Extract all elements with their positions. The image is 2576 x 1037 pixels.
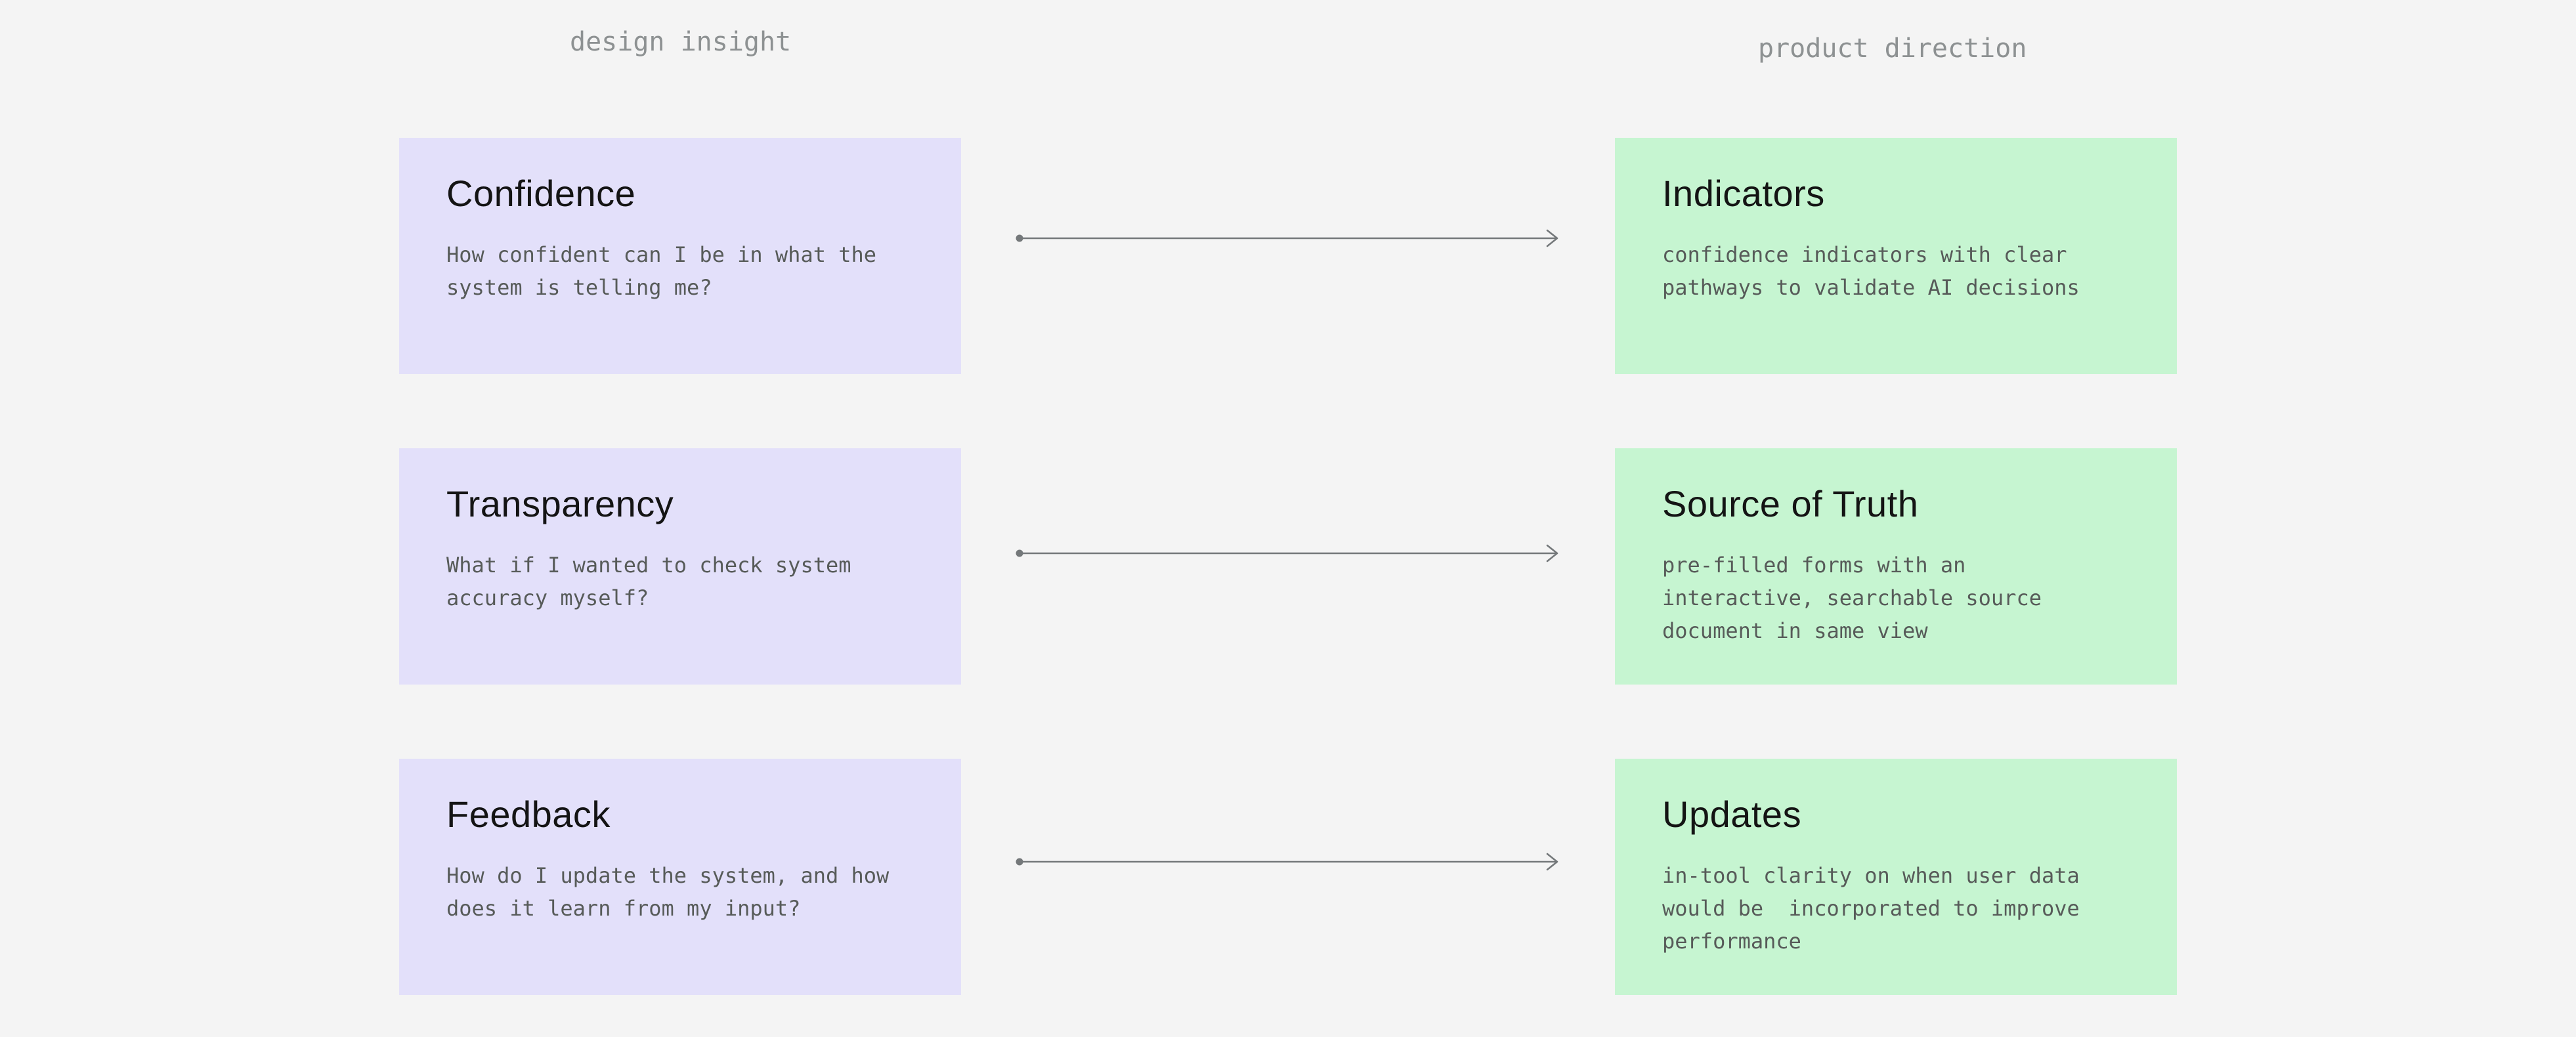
insight-card-feedback: Feedback How do I update the system, and… — [399, 759, 961, 995]
direction-card-updates: Updates in-tool clarity on when user dat… — [1615, 759, 2177, 995]
card-title: Indicators — [1662, 173, 1825, 214]
insight-card-transparency: Transparency What if I wanted to check s… — [399, 448, 961, 685]
direction-card-indicators: Indicators confidence indicators with cl… — [1615, 138, 2177, 374]
insight-card-confidence: Confidence How confident can I be in wha… — [399, 138, 961, 374]
connector-arrow-3 — [1015, 850, 1566, 874]
arrow-head — [1546, 544, 1558, 562]
card-title: Source of Truth — [1662, 483, 1919, 524]
direction-card-source-of-truth: Source of Truth pre-filled forms with an… — [1615, 448, 2177, 685]
card-body: confidence indicators with clear pathway… — [1662, 242, 2080, 300]
card-body: in-tool clarity on when user data would … — [1662, 863, 2080, 954]
arrow-icon — [1016, 229, 1558, 247]
card-title: Transparency — [446, 483, 674, 524]
card-body: What if I wanted to check system accurac… — [446, 553, 851, 610]
arrow-head — [1546, 229, 1558, 247]
connector-arrow-1 — [1015, 226, 1566, 250]
card-title: Updates — [1662, 794, 1802, 835]
arrow-icon — [1016, 544, 1558, 562]
card-body: How do I update the system, and how does… — [446, 863, 890, 921]
card-body: How confident can I be in what the syste… — [446, 242, 877, 300]
card-title: Feedback — [446, 794, 611, 835]
arrow-icon — [1016, 853, 1558, 871]
card-title: Confidence — [446, 173, 636, 214]
column-header-product-direction: product direction — [1758, 33, 2027, 64]
card-body: pre-filled forms with an interactive, se… — [1662, 553, 2042, 643]
arrow-head — [1546, 853, 1558, 871]
column-header-design-insight: design insight — [570, 27, 792, 57]
connector-arrow-2 — [1015, 541, 1566, 565]
